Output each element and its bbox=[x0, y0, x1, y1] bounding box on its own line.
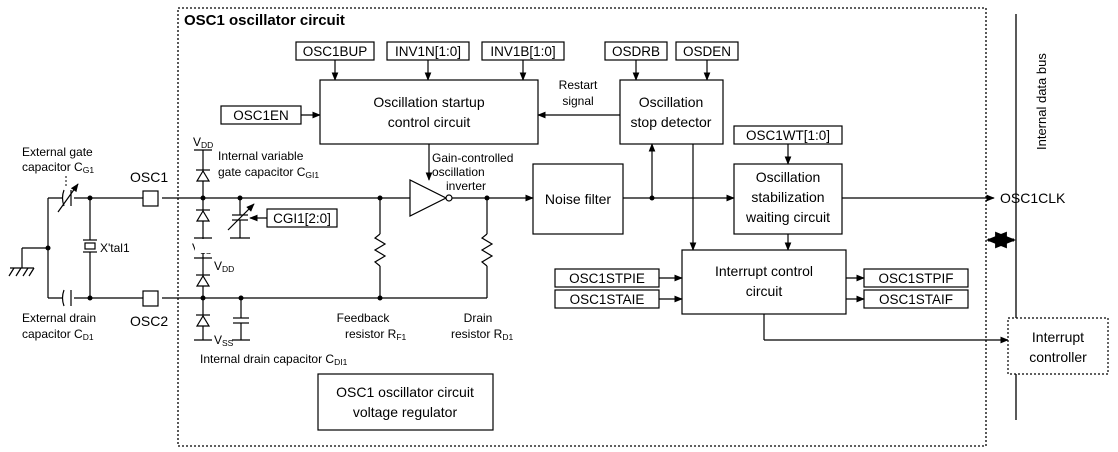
drain-resistor-label-2: resistor RD1 bbox=[451, 327, 513, 342]
svg-text:circuit: circuit bbox=[746, 283, 783, 299]
register-osc1staie: OSC1STAIE bbox=[554, 289, 660, 309]
gain-inverter-label-2: oscillation bbox=[432, 165, 485, 179]
register-osc1stpif: OSC1STPIF bbox=[863, 268, 969, 288]
osc1-pin bbox=[142, 190, 159, 207]
svg-text:stabilization: stabilization bbox=[751, 189, 824, 205]
svg-text:Oscillation: Oscillation bbox=[756, 169, 821, 185]
protection-diode bbox=[195, 209, 211, 222]
svg-text:CGI1[2:0]: CGI1[2:0] bbox=[273, 211, 331, 226]
ext-drain-cap-label: External drain bbox=[22, 311, 96, 325]
register-cgi1: CGI1[2:0] bbox=[266, 208, 338, 228]
restart-signal-label-2: signal bbox=[562, 94, 593, 108]
svg-text:Noise filter: Noise filter bbox=[545, 191, 611, 207]
external-gate-capacitor bbox=[57, 183, 79, 213]
internal-bus-label: Internal data bus bbox=[1034, 53, 1049, 150]
internal-variable-label-2: gate capacitor CGI1 bbox=[218, 165, 319, 180]
interrupt-control-circuit: Interrupt control circuit bbox=[681, 249, 847, 315]
vdd-label-bottom: VDD bbox=[214, 259, 234, 274]
gain-inverter-label-3: inverter bbox=[446, 179, 486, 193]
protection-diode bbox=[195, 274, 211, 287]
vdd-label-top: VDD bbox=[193, 135, 213, 150]
svg-text:OSDEN: OSDEN bbox=[683, 44, 731, 59]
noise-filter: Noise filter bbox=[532, 163, 624, 235]
svg-text:OSC1WT[1:0]: OSC1WT[1:0] bbox=[746, 128, 830, 143]
svg-text:OSC1STAIE: OSC1STAIE bbox=[570, 292, 645, 307]
svg-text:OSC1EN: OSC1EN bbox=[233, 108, 289, 123]
osc2-pin bbox=[142, 290, 159, 307]
feedback-resistor-label: Feedback bbox=[337, 311, 391, 325]
gain-inverter-label: Gain-controlled bbox=[432, 151, 513, 165]
svg-text:stop detector: stop detector bbox=[631, 114, 712, 130]
frame-title: OSC1 oscillator circuit bbox=[184, 12, 345, 29]
svg-text:control circuit: control circuit bbox=[388, 114, 471, 130]
svg-text:Interrupt: Interrupt bbox=[1032, 329, 1084, 345]
osc2-pin-label: OSC2 bbox=[130, 313, 168, 329]
svg-text:INV1N[1:0]: INV1N[1:0] bbox=[395, 44, 461, 59]
svg-text:voltage regulator: voltage regulator bbox=[353, 404, 458, 420]
oscillation-startup-control-circuit: Oscillation startup control circuit bbox=[319, 79, 539, 145]
protection-diode bbox=[195, 314, 211, 327]
vss-label-bottom: VSS bbox=[214, 333, 234, 348]
register-inv1b: INV1B[1:0] bbox=[481, 41, 565, 61]
feedback-resistor bbox=[373, 195, 387, 301]
register-osc1stpie: OSC1STPIE bbox=[554, 268, 660, 288]
internal-drain-capacitor bbox=[232, 295, 250, 341]
external-drain-capacitor bbox=[61, 289, 74, 307]
svg-text:OSC1STPIE: OSC1STPIE bbox=[569, 271, 645, 286]
register-osc1staif: OSC1STAIF bbox=[863, 289, 969, 309]
svg-text:Interrupt control: Interrupt control bbox=[715, 263, 813, 279]
feedback-resistor-label-2: resistor RF1 bbox=[345, 327, 407, 342]
osc1-circuit-frame bbox=[177, 7, 987, 447]
svg-text:OSC1 oscillator circuit: OSC1 oscillator circuit bbox=[336, 384, 474, 400]
protection-diode bbox=[195, 169, 211, 182]
internal-variable-gate-capacitor bbox=[227, 195, 255, 239]
ext-gate-cap-label-2: capacitor CG1 bbox=[22, 160, 94, 175]
register-osc1wt: OSC1WT[1:0] bbox=[733, 125, 843, 145]
drain-resistor-label: Drain bbox=[464, 311, 493, 325]
register-osc1en: OSC1EN bbox=[220, 105, 302, 125]
oscillation-stop-detector: Oscillation stop detector bbox=[619, 79, 724, 145]
ext-gate-cap-label: External gate bbox=[22, 145, 93, 159]
register-osden: OSDEN bbox=[675, 41, 739, 61]
register-osc1bup: OSC1BUP bbox=[295, 41, 375, 61]
svg-text:controller: controller bbox=[1029, 349, 1087, 365]
svg-text:OSC1STPIF: OSC1STPIF bbox=[878, 271, 953, 286]
svg-text:INV1B[1:0]: INV1B[1:0] bbox=[490, 44, 555, 59]
interrupt-controller: Interrupt controller bbox=[1007, 317, 1109, 375]
internal-drain-cap-label: Internal drain capacitor CDI1 bbox=[200, 352, 348, 367]
svg-text:OSC1STAIF: OSC1STAIF bbox=[879, 292, 953, 307]
ground-icon bbox=[8, 267, 35, 277]
restart-signal-label: Restart bbox=[559, 78, 598, 92]
osc1-pin-label: OSC1 bbox=[130, 169, 168, 185]
svg-text:Oscillation startup: Oscillation startup bbox=[373, 94, 484, 110]
osc1clk-label: OSC1CLK bbox=[1000, 190, 1066, 206]
svg-text:OSDRB: OSDRB bbox=[612, 44, 660, 59]
register-osdrb: OSDRB bbox=[604, 41, 668, 61]
ext-drain-cap-label-2: capacitor CD1 bbox=[22, 327, 94, 342]
crystal-xtal1 bbox=[83, 195, 97, 301]
svg-text:OSC1BUP: OSC1BUP bbox=[303, 44, 368, 59]
xtal-label: X'tal1 bbox=[100, 241, 130, 255]
voltage-regulator: OSC1 oscillator circuit voltage regulato… bbox=[317, 373, 494, 431]
svg-text:Oscillation: Oscillation bbox=[639, 94, 704, 110]
svg-text:waiting circuit: waiting circuit bbox=[745, 209, 830, 225]
drain-resistor bbox=[480, 195, 494, 298]
internal-variable-label: Internal variable bbox=[218, 149, 304, 163]
oscillation-stabilization-waiting-circuit: Oscillation stabilization waiting circui… bbox=[733, 163, 843, 235]
register-inv1n: INV1N[1:0] bbox=[386, 41, 470, 61]
